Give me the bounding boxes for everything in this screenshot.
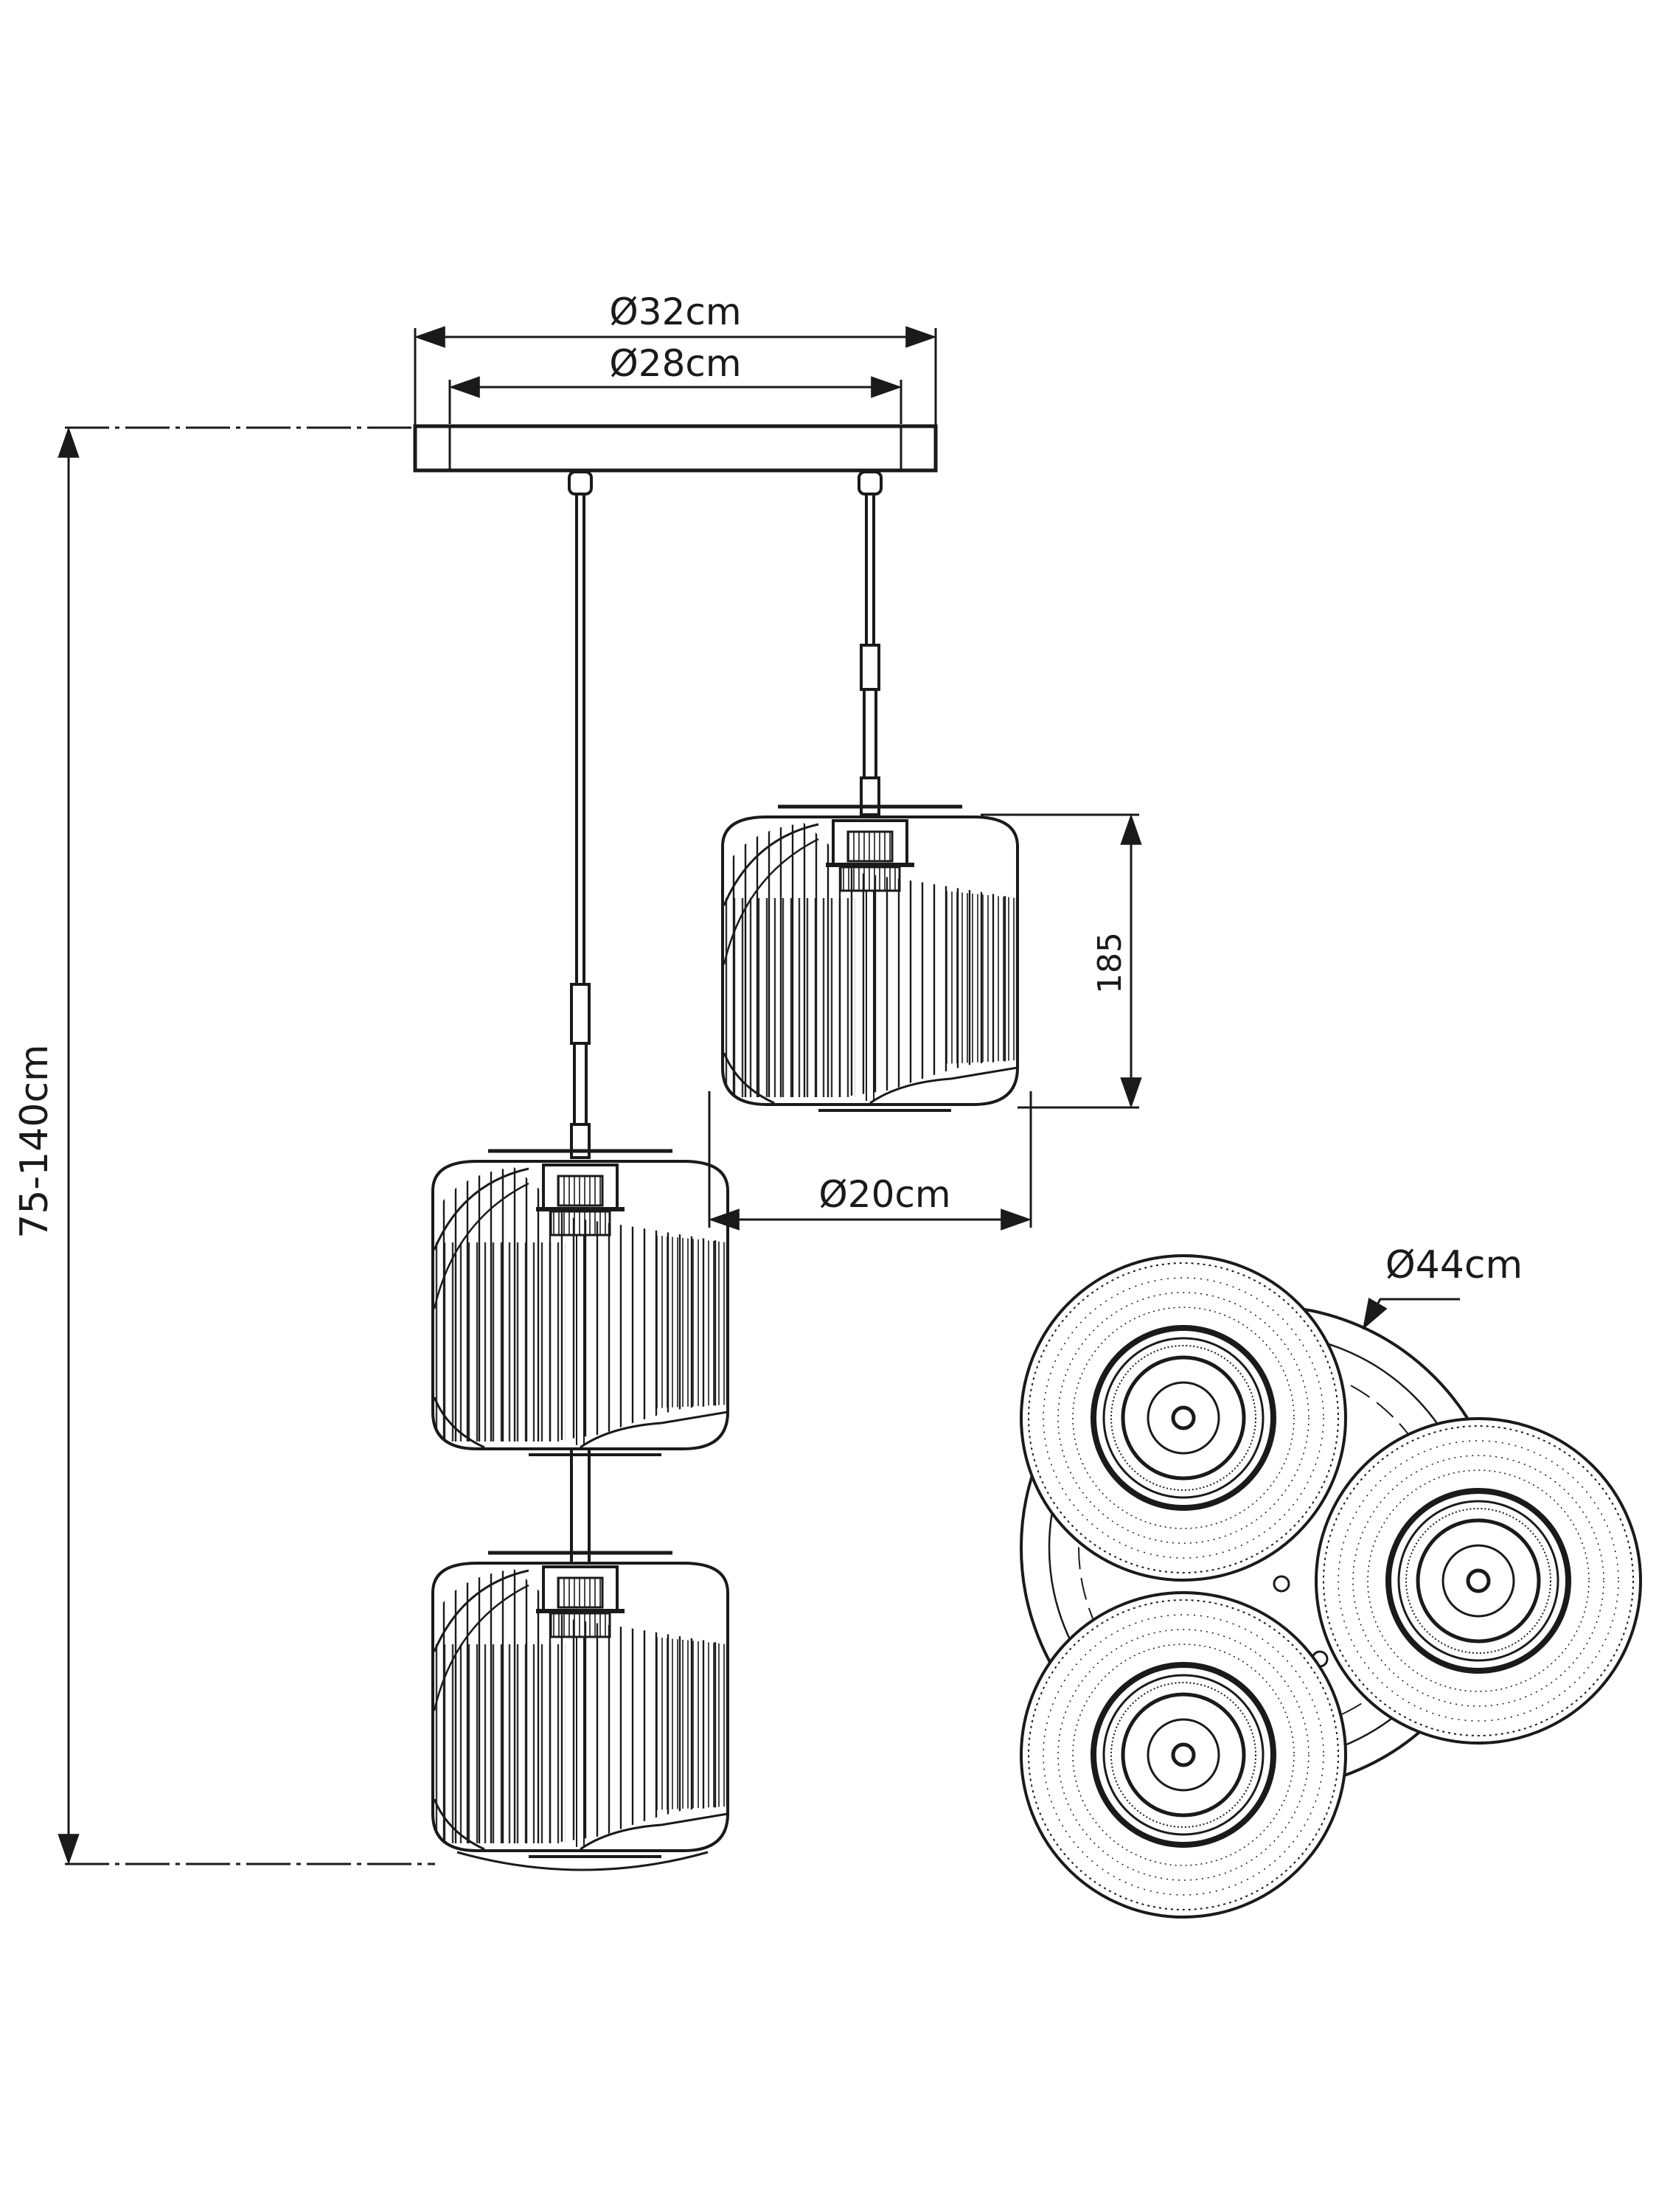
shade-diameter-label: Ø20cm	[818, 1173, 950, 1216]
plan-shade-right	[1316, 1419, 1641, 1743]
suspension-cables	[568, 470, 883, 1572]
canopy-outer-dimension: Ø32cm	[414, 291, 937, 463]
shade-height-label: 185	[1091, 932, 1129, 994]
plan-diameter-label: Ø44cm	[1385, 1243, 1523, 1287]
ceiling-canopy	[413, 424, 938, 473]
drop-height-dimension: 75-140cm	[13, 426, 435, 1865]
plan-view: Ø44cm	[1021, 1243, 1641, 1917]
upper-left-pendant-shade	[433, 1151, 728, 1455]
canopy-inner-label: Ø28cm	[609, 342, 741, 385]
plan-shade-top-left	[1021, 1256, 1346, 1580]
right-pendant-shade	[723, 807, 1018, 1110]
lower-left-pendant-shade	[433, 1553, 728, 1857]
drop-height-label: 75-140cm	[13, 1044, 57, 1238]
canopy-inner-dimension: Ø28cm	[448, 342, 902, 424]
bottom-disc	[456, 1851, 709, 1871]
shade-diameter-dimension: Ø20cm	[708, 1091, 1032, 1231]
shade-height-dimension: 185	[981, 813, 1142, 1109]
canopy-outer-label: Ø32cm	[609, 291, 741, 333]
plan-shade-bottom-left	[1021, 1593, 1346, 1917]
